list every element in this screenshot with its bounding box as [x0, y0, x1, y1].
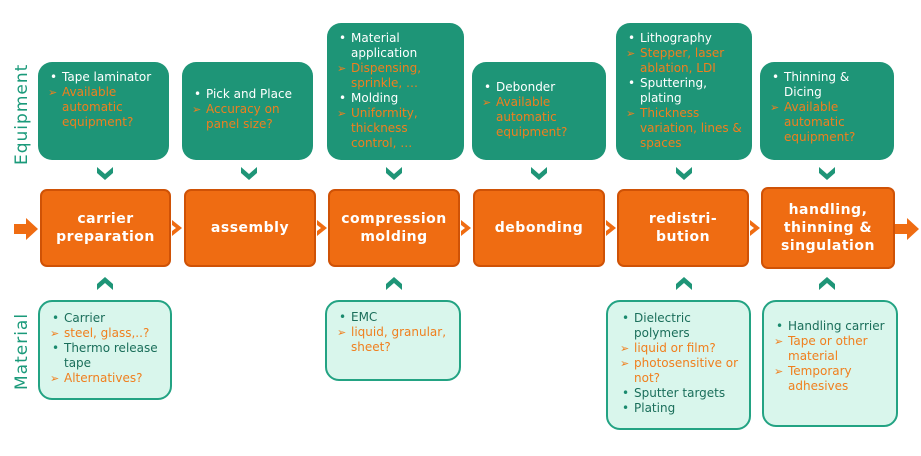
material-item: EMC: [337, 310, 451, 325]
material-list: Dielectric polymers liquid or film? phot…: [620, 311, 741, 416]
up-chevron-icon: [676, 277, 692, 290]
equipment-question: Stepper, laser ablation, LDI: [626, 46, 744, 76]
step-compression-molding: compression molding: [328, 189, 460, 267]
flow-start-arrow-icon: [14, 218, 38, 240]
equipment-box-molding: Material application Dispensing, sprinkl…: [327, 23, 464, 160]
material-label: Material: [12, 312, 32, 390]
equipment-list: Debonder Available automatic equipment?: [482, 80, 598, 140]
equipment-item: Thinning & Dicing: [770, 70, 886, 100]
up-chevron-icon: [386, 277, 402, 290]
equipment-list: Thinning & Dicing Available automatic eq…: [770, 70, 886, 145]
down-chevron-icon: [97, 167, 113, 180]
equipment-question: Accuracy on panel size?: [192, 102, 305, 132]
equipment-item: Molding: [337, 91, 456, 106]
equipment-list: Pick and Place Accuracy on panel size?: [192, 87, 305, 132]
material-box-carrier: Carrier steel, glass,..? Thermo release …: [38, 300, 172, 400]
material-list: Handling carrier Tape or other material …: [774, 319, 888, 394]
equipment-item: Lithography: [626, 31, 744, 46]
material-question: steel, glass,..?: [50, 326, 162, 341]
flow-end-arrow-icon: [895, 218, 919, 240]
equipment-item: Pick and Place: [192, 87, 305, 102]
equipment-box-redistribution: Lithography Stepper, laser ablation, LDI…: [616, 23, 752, 160]
equipment-item: Debonder: [482, 80, 598, 95]
equipment-item: Sputtering, plating: [626, 76, 744, 106]
step-redistribution: redistri-bution: [617, 189, 749, 267]
equipment-item: Material application: [337, 31, 456, 61]
down-chevron-icon: [241, 167, 257, 180]
material-question: Alternatives?: [50, 371, 162, 386]
material-question: liquid, granular, sheet?: [337, 325, 451, 355]
step-debonding: debonding: [473, 189, 605, 267]
chevron-right-icon: [461, 220, 471, 236]
material-list: EMC liquid, granular, sheet?: [337, 310, 451, 355]
chevron-right-icon: [606, 220, 616, 236]
equipment-box-assembly: Pick and Place Accuracy on panel size?: [182, 62, 313, 160]
material-box-handling: Handling carrier Tape or other material …: [762, 300, 898, 427]
equipment-list: Tape laminator Available automatic equip…: [48, 70, 161, 130]
material-item: Handling carrier: [774, 319, 888, 334]
equipment-list: Lithography Stepper, laser ablation, LDI…: [626, 31, 744, 151]
step-label: compression molding: [341, 211, 447, 245]
material-question: Temporary adhesives: [774, 364, 888, 394]
material-question: Tape or other material: [774, 334, 888, 364]
equipment-question: Available automatic equipment?: [48, 85, 161, 130]
equipment-box-carrier: Tape laminator Available automatic equip…: [38, 62, 169, 160]
equipment-list: Material application Dispensing, sprinkl…: [337, 31, 456, 151]
material-item: Dielectric polymers: [620, 311, 741, 341]
material-box-emc: EMC liquid, granular, sheet?: [325, 300, 461, 381]
step-handling-thinning-singulation: handling, thinning & singulation: [761, 187, 895, 269]
equipment-question: Uniformity, thickness control, …: [337, 106, 456, 151]
step-assembly: assembly: [184, 189, 316, 267]
step-label: carrier preparation: [56, 211, 155, 245]
chevron-right-icon: [750, 220, 760, 236]
equipment-item: Tape laminator: [48, 70, 161, 85]
step-label: assembly: [210, 220, 290, 236]
material-box-dielectric: Dielectric polymers liquid or film? phot…: [606, 300, 751, 430]
down-chevron-icon: [531, 167, 547, 180]
equipment-question: Available automatic equipment?: [770, 100, 886, 145]
material-item: Sputter targets: [620, 386, 741, 401]
equipment-question: Thickness variation, lines & spaces: [626, 106, 744, 151]
step-label: debonding: [494, 220, 584, 236]
equipment-question: Dispensing, sprinkle, …: [337, 61, 456, 91]
material-item: Plating: [620, 401, 741, 416]
material-question: photosensitive or not?: [620, 356, 741, 386]
equipment-box-singulation: Thinning & Dicing Available automatic eq…: [760, 62, 894, 160]
step-label: redistri-bution: [648, 211, 718, 245]
chevron-right-icon: [317, 220, 327, 236]
equipment-label: Equipment: [12, 63, 32, 165]
material-list: Carrier steel, glass,..? Thermo release …: [50, 311, 162, 386]
chevron-right-icon: [172, 220, 182, 236]
up-chevron-icon: [97, 277, 113, 290]
equipment-box-debonding: Debonder Available automatic equipment?: [472, 62, 606, 160]
equipment-question: Available automatic equipment?: [482, 95, 598, 140]
down-chevron-icon: [819, 167, 835, 180]
material-item: Thermo release tape: [50, 341, 162, 371]
material-question: liquid or film?: [620, 341, 741, 356]
material-item: Carrier: [50, 311, 162, 326]
step-label: handling, thinning & singulation: [781, 202, 875, 254]
up-chevron-icon: [819, 277, 835, 290]
down-chevron-icon: [676, 167, 692, 180]
down-chevron-icon: [386, 167, 402, 180]
step-carrier-preparation: carrier preparation: [40, 189, 171, 267]
